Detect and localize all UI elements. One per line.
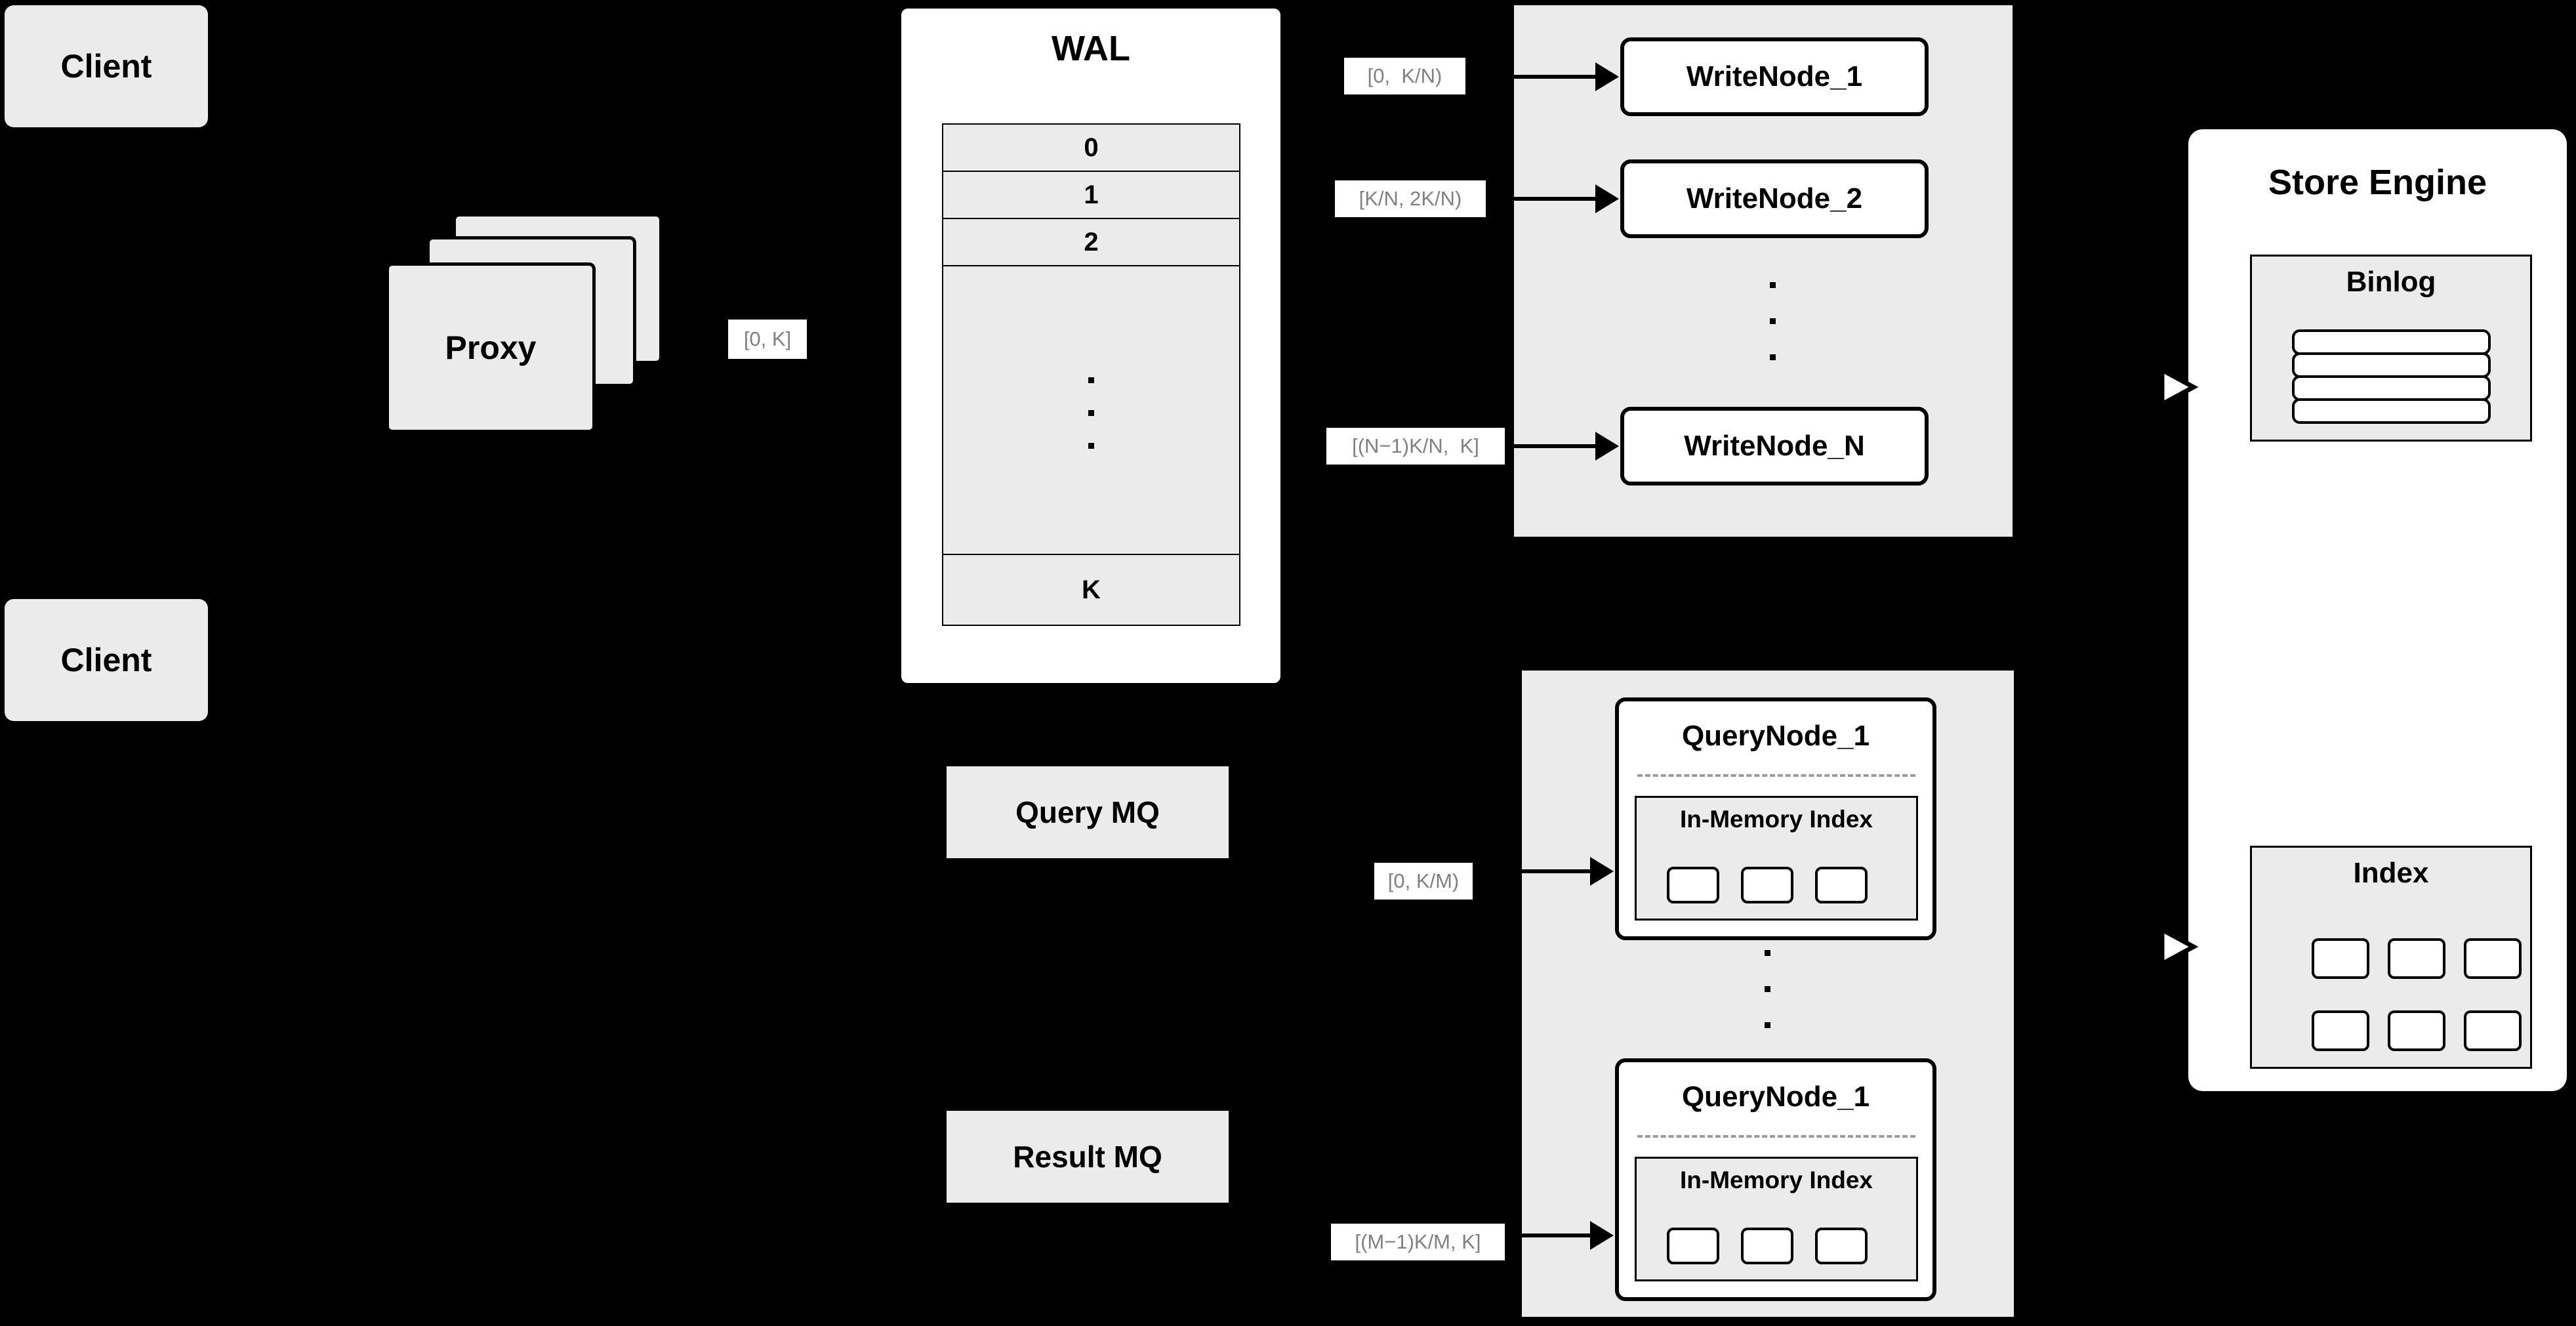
binlog-entry-2[interactable] — [2292, 352, 2491, 378]
arrow-head-write-n — [1595, 432, 1619, 461]
index-cell-1[interactable] — [2312, 938, 2369, 979]
dot-1 — [1765, 950, 1770, 956]
write-node-n[interactable]: WriteNode_N — [1620, 407, 1929, 486]
proxy-range-label: [0, K] — [728, 320, 807, 359]
query-node-1-range-label: [0, K/M) — [1374, 863, 1473, 900]
index-title: Index — [2353, 857, 2429, 889]
dot-3 — [1765, 1022, 1770, 1028]
query-node-2-index-segment-2[interactable] — [1741, 1228, 1793, 1264]
query-node-1-separator — [1637, 774, 1915, 777]
query-mq-node[interactable]: Query MQ — [947, 766, 1229, 858]
arrow-head-binlog-open-icon — [2159, 367, 2199, 407]
query-node-2-index-segment-3[interactable] — [1815, 1228, 1868, 1264]
proxy-label: Proxy — [445, 329, 537, 366]
binlog-entry-4[interactable] — [2292, 398, 2491, 424]
wal-cell-ellipsis — [942, 265, 1240, 554]
proxy-card-front[interactable]: Proxy — [386, 262, 596, 433]
query-node-2-index-segment-1[interactable] — [1667, 1228, 1719, 1264]
dot-2 — [1770, 318, 1776, 324]
arrow-line-write-n — [1509, 444, 1599, 448]
write-node-n-label: WriteNode_N — [1684, 430, 1865, 462]
arrow-head-query-2 — [1590, 1221, 1614, 1250]
write-node-n-range-label: [(N−1)K/N, K] — [1326, 428, 1505, 465]
write-node-1-label: WriteNode_1 — [1686, 60, 1863, 93]
arrow-line-write-1 — [1496, 75, 1599, 79]
wal-cell-1[interactable]: 1 — [942, 171, 1240, 218]
query-node-1-index-segment-3[interactable] — [1815, 867, 1868, 903]
query-node-2-separator — [1637, 1135, 1915, 1138]
query-node-1-index-segment-2[interactable] — [1741, 867, 1793, 903]
result-mq-label: Result MQ — [1013, 1140, 1162, 1174]
arrow-head-write-2 — [1595, 184, 1619, 213]
dot-1 — [1088, 377, 1094, 383]
arrow-line-query-2 — [1522, 1233, 1594, 1237]
query-node-2-range-label: [(M−1)K/M, K] — [1331, 1224, 1505, 1260]
write-node-2-label: WriteNode_2 — [1686, 182, 1863, 215]
wal-title: WAL — [1052, 29, 1130, 68]
write-node-2[interactable]: WriteNode_2 — [1620, 159, 1929, 238]
query-node-1-index-title: In-Memory Index — [1680, 806, 1873, 833]
dot-2 — [1088, 410, 1094, 416]
write-node-2-range-label: [K/N, 2K/N) — [1335, 180, 1486, 217]
wal-cell-0[interactable]: 0 — [942, 123, 1240, 171]
arrow-head-query-1 — [1590, 857, 1614, 886]
write-node-1[interactable]: WriteNode_1 — [1620, 37, 1929, 116]
client-label-2: Client — [60, 642, 152, 678]
write-node-1-range-label: [0, K/N) — [1344, 58, 1465, 94]
index-cell-5[interactable] — [2388, 1010, 2445, 1051]
dot-1 — [1770, 282, 1776, 288]
query-mq-label: Query MQ — [1015, 795, 1160, 829]
index-cell-6[interactable] — [2464, 1010, 2522, 1051]
binlog-entry-1[interactable] — [2292, 329, 2491, 355]
arrow-line-binlog — [2119, 385, 2170, 388]
index-cell-4[interactable] — [2312, 1010, 2369, 1051]
arrow-line-write-2 — [1509, 197, 1599, 201]
index-cell-2[interactable] — [2388, 938, 2445, 979]
client-label-1: Client — [60, 48, 152, 85]
dot-3 — [1770, 354, 1776, 360]
query-node-1-label: QueryNode_1 — [1681, 720, 1870, 752]
query-node-2-label: QueryNode_1 — [1681, 1081, 1870, 1113]
query-node-1-index-segment-1[interactable] — [1667, 867, 1719, 903]
wal-ellipsis-dots — [1088, 344, 1094, 476]
wal-cell-k[interactable]: K — [942, 554, 1240, 626]
client-node-1[interactable]: Client — [5, 5, 208, 127]
dot-3 — [1088, 443, 1094, 449]
dot-2 — [1765, 986, 1770, 992]
query-node-2-index-title: In-Memory Index — [1680, 1167, 1873, 1193]
arrow-line-query-1 — [1509, 869, 1594, 873]
store-engine-title: Store Engine — [2268, 163, 2487, 202]
result-mq-node[interactable]: Result MQ — [947, 1111, 1229, 1203]
arrow-line-index — [2119, 945, 2170, 948]
index-cell-3[interactable] — [2464, 938, 2522, 979]
arrow-head-index-open-icon — [2159, 927, 2199, 966]
binlog-title: Binlog — [2346, 266, 2436, 298]
wal-cell-2[interactable]: 2 — [942, 218, 1240, 265]
client-node-2[interactable]: Client — [5, 599, 208, 721]
binlog-entry-3[interactable] — [2292, 375, 2491, 401]
arrow-head-write-1 — [1595, 62, 1619, 91]
